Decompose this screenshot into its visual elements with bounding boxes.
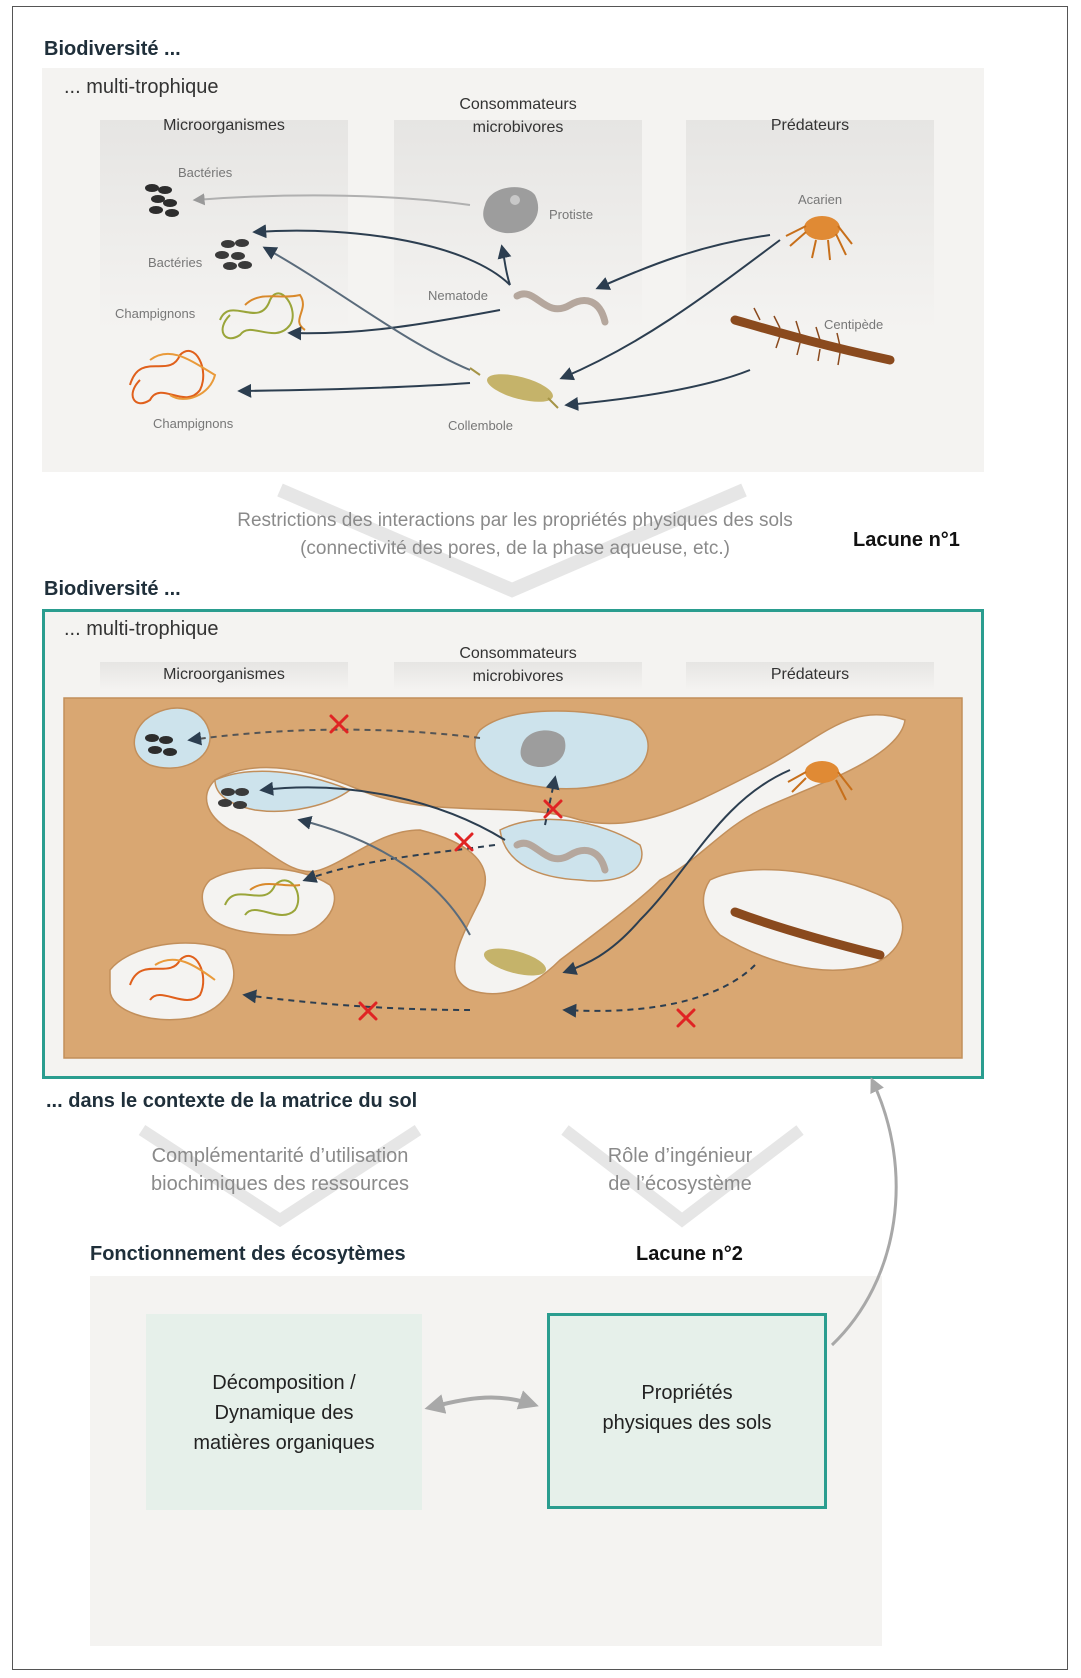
feedback-arrow [832, 1080, 896, 1345]
bidirectional-arrow [440, 1398, 535, 1406]
